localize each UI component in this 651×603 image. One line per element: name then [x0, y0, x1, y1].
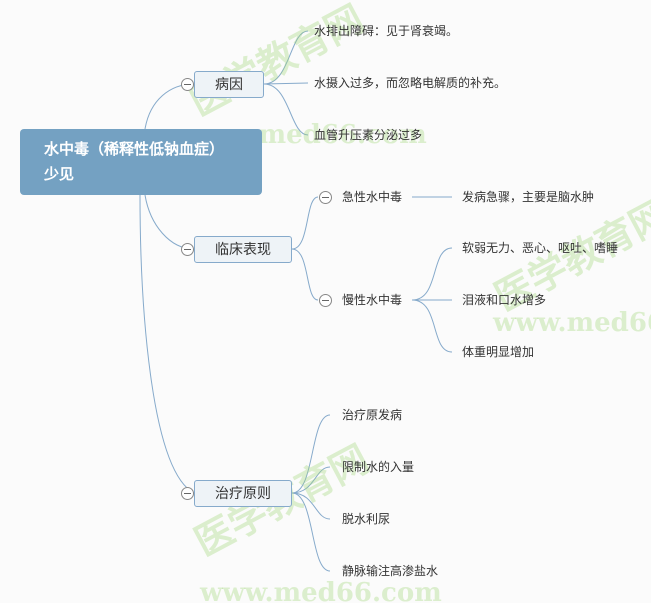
- leaf-node[interactable]: 软弱无力、恶心、呕吐、嗜睡: [462, 241, 619, 255]
- leaf-node[interactable]: 静脉输注高渗盐水: [342, 564, 439, 578]
- branch-treatment[interactable]: 治疗原则: [194, 480, 292, 507]
- collapse-icon[interactable]: [181, 487, 194, 500]
- root-title: 水中毒（稀释性低钠血症）: [44, 140, 225, 158]
- leaf-node[interactable]: 水摄入过多，而忽略电解质的补充。: [314, 76, 507, 90]
- leaf-node[interactable]: 体重明显增加: [462, 345, 535, 359]
- root-node[interactable]: 水中毒（稀释性低钠血症） 少见: [20, 129, 262, 195]
- leaf-node[interactable]: 治疗原发病: [342, 408, 403, 422]
- root-subtitle: 少见: [44, 165, 75, 183]
- leaf-node[interactable]: 脱水利尿: [342, 512, 391, 526]
- sub-node-acute[interactable]: 急性水中毒: [342, 190, 403, 204]
- branch-cause[interactable]: 病因: [194, 71, 264, 98]
- collapse-icon[interactable]: [181, 243, 194, 256]
- branch-clinical[interactable]: 临床表现: [194, 236, 292, 263]
- collapse-icon[interactable]: [319, 294, 332, 307]
- leaf-node[interactable]: 泪液和口水增多: [462, 293, 547, 307]
- leaf-node[interactable]: 发病急骤，主要是脑水肿: [462, 190, 595, 204]
- collapse-icon[interactable]: [181, 78, 194, 91]
- sub-node-chronic[interactable]: 慢性水中毒: [342, 293, 403, 307]
- leaf-node[interactable]: 血管升压素分泌过多: [314, 128, 423, 142]
- leaf-node[interactable]: 限制水的入量: [342, 460, 415, 474]
- collapse-icon[interactable]: [319, 191, 332, 204]
- leaf-node[interactable]: 水排出障碍：见于肾衰竭。: [314, 24, 459, 38]
